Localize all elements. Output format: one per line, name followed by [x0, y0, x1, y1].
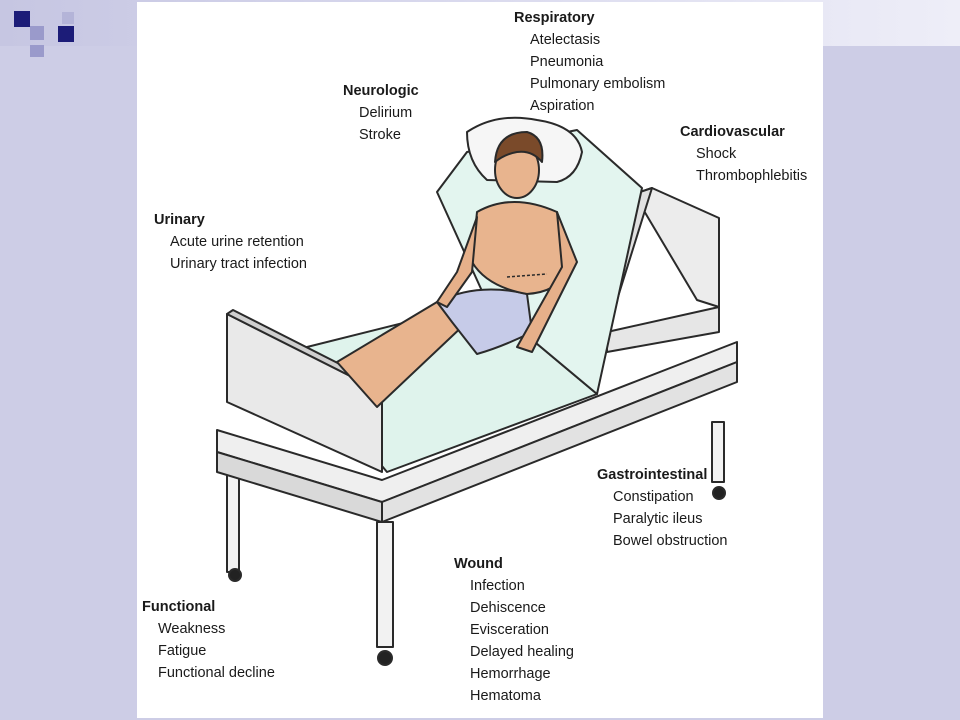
gastrointestinal-heading: Gastrointestinal [597, 467, 708, 483]
decor-square-dark [14, 11, 30, 27]
cardiovascular-group: Cardiovascular Shock Thrombophlebitis [680, 122, 807, 187]
wound-heading: Wound [454, 556, 503, 572]
wound-item: Evisceration [470, 622, 549, 638]
respiratory-item: Aspiration [530, 98, 595, 114]
wound-item: Delayed healing [470, 644, 574, 660]
decor-square-light [30, 26, 44, 40]
functional-heading: Functional [142, 599, 216, 615]
figure-panel [137, 2, 823, 718]
wound-item: Hematoma [470, 688, 541, 704]
wound-item: Hemorrhage [470, 666, 551, 682]
patient-bed-illustration [216, 116, 738, 666]
respiratory-group: Respiratory Atelectasis Pneumonia Pulmon… [514, 8, 665, 117]
functional-item: Functional decline [158, 665, 275, 681]
neurologic-group: Neurologic Delirium Stroke [343, 81, 419, 146]
neurologic-heading: Neurologic [343, 83, 419, 99]
gastrointestinal-item: Constipation [613, 489, 694, 505]
functional-item: Weakness [158, 621, 226, 637]
respiratory-heading: Respiratory [514, 10, 595, 26]
decor-square-light-3 [62, 12, 74, 24]
cardiovascular-item: Thrombophlebitis [696, 168, 808, 184]
urinary-item: Acute urine retention [170, 234, 304, 250]
wound-item: Dehiscence [470, 600, 546, 616]
wound-group: Wound Infection Dehiscence Evisceration … [454, 554, 574, 707]
respiratory-item: Atelectasis [530, 32, 601, 48]
gastrointestinal-item: Bowel obstruction [613, 533, 728, 549]
neurologic-item: Stroke [359, 127, 401, 143]
cardiovascular-item: Shock [696, 146, 737, 162]
functional-item: Fatigue [158, 643, 207, 659]
cardiovascular-heading: Cardiovascular [680, 124, 785, 140]
decor-square-dark-2 [58, 26, 74, 42]
decor-square-light-2 [30, 45, 44, 57]
gastrointestinal-group: Gastrointestinal Constipation Paralytic … [597, 465, 727, 552]
urinary-heading: Urinary [154, 212, 205, 228]
functional-group: Functional Weakness Fatigue Functional d… [142, 597, 275, 684]
urinary-group: Urinary Acute urine retention Urinary tr… [154, 210, 307, 275]
respiratory-item: Pulmonary embolism [530, 76, 666, 92]
neurologic-item: Delirium [359, 105, 413, 121]
urinary-item: Urinary tract infection [170, 256, 307, 272]
respiratory-item: Pneumonia [530, 54, 604, 70]
gastrointestinal-item: Paralytic ileus [613, 511, 703, 527]
wound-item: Infection [470, 578, 525, 594]
